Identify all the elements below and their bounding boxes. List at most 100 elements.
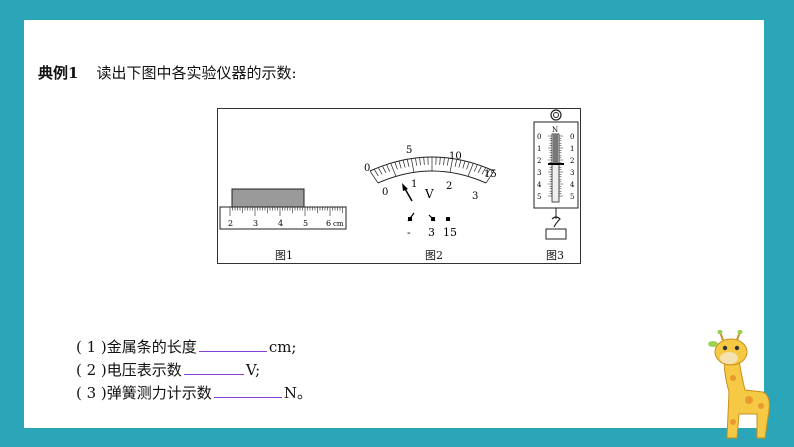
scale-left-2: 2 bbox=[537, 157, 541, 165]
volt-inner-1: 1 bbox=[411, 179, 417, 190]
question-3: ( 3 ) 弹簧测力计示数 N。 bbox=[76, 381, 312, 404]
terminal-negative-wire bbox=[407, 212, 415, 222]
voltmeter-tick bbox=[449, 158, 454, 173]
voltmeter-inner-arc bbox=[377, 170, 487, 184]
question-1-unit: cm; bbox=[268, 338, 297, 356]
question-3-unit: N。 bbox=[283, 384, 312, 402]
scale-right-4: 4 bbox=[570, 181, 575, 189]
metal-strip bbox=[231, 188, 305, 208]
volt-outer-10: 10 bbox=[449, 151, 462, 162]
voltmeter-tick bbox=[481, 167, 487, 175]
scale-spring bbox=[553, 134, 558, 164]
terminal-label-negative: - bbox=[407, 226, 411, 239]
voltmeter-tick bbox=[377, 167, 383, 175]
voltmeter-tick bbox=[419, 157, 421, 166]
scale-top-ring bbox=[550, 109, 562, 121]
scale-weight bbox=[545, 228, 567, 240]
volt-outer-5: 5 bbox=[406, 145, 412, 156]
scale-left-1: 1 bbox=[537, 145, 541, 153]
instrument-figure-panel: 2 3 4 5 6 cm 0 5 10 15 0 1 2 3 V bbox=[217, 108, 581, 264]
voltmeter-needle-tip bbox=[402, 183, 408, 191]
question-list: ( 1 ) 金属条的长度 cm; ( 2 ) 电压表示数 V; ( 3 ) 弹簧… bbox=[76, 335, 312, 404]
question-1-text: 金属条的长度 bbox=[106, 338, 197, 356]
voltmeter-figure: 0 5 10 15 0 1 2 3 V - 3 15 bbox=[364, 145, 497, 239]
voltmeter-tick bbox=[439, 157, 441, 165]
voltmeter-tick bbox=[447, 157, 449, 166]
question-3-number: ( 3 ) bbox=[76, 384, 107, 402]
ruler-tick-label-4: 6 bbox=[326, 219, 331, 228]
ruler-tick-label-0: 2 bbox=[228, 219, 233, 228]
question-2-number: ( 2 ) bbox=[76, 361, 107, 379]
question-1-answer-blank[interactable] bbox=[198, 335, 267, 352]
ruler-tick-label-3: 5 bbox=[303, 219, 308, 228]
spring-scale-caption: 图3 bbox=[546, 249, 564, 262]
question-3-answer-blank[interactable] bbox=[213, 381, 282, 398]
scale-left-3: 3 bbox=[537, 169, 541, 177]
question-1: ( 1 ) 金属条的长度 cm; bbox=[76, 335, 312, 358]
voltmeter-tick bbox=[485, 169, 491, 177]
volt-outer-0: 0 bbox=[364, 163, 370, 174]
ruler-unit: cm bbox=[333, 220, 344, 228]
ruler-tick-label-2: 4 bbox=[278, 219, 283, 228]
question-1-number: ( 1 ) bbox=[76, 338, 107, 356]
voltmeter-tick bbox=[485, 170, 495, 184]
scale-hook bbox=[551, 216, 561, 228]
terminal-label-3: 3 bbox=[428, 226, 435, 239]
ruler-figure: 2 3 4 5 6 cm bbox=[219, 188, 347, 230]
voltmeter-tick bbox=[398, 160, 402, 169]
question-2-text: 电压表示数 bbox=[106, 361, 182, 379]
voltmeter-tick bbox=[466, 161, 470, 170]
voltmeter-tick bbox=[443, 157, 445, 166]
example-prompt: 读出下图中各实验仪器的示数: bbox=[96, 64, 297, 82]
ruler-tick-label-1: 3 bbox=[253, 219, 258, 228]
scale-left-5: 5 bbox=[537, 193, 541, 201]
voltmeter-tick bbox=[410, 158, 415, 173]
voltmeter-tick bbox=[382, 165, 387, 174]
voltmeter-caption: 图2 bbox=[425, 249, 443, 262]
voltmeter-tick bbox=[467, 163, 474, 177]
scale-left-0: 0 bbox=[537, 133, 541, 141]
giraffe-mascot-icon bbox=[708, 330, 770, 439]
voltmeter-tick bbox=[415, 157, 417, 166]
voltmeter-tick bbox=[390, 163, 397, 177]
voltmeter-tick bbox=[394, 161, 398, 170]
example-label: 典例1 bbox=[38, 64, 79, 82]
volt-inner-2: 2 bbox=[446, 181, 452, 192]
voltmeter-unit: V bbox=[424, 187, 434, 201]
voltmeter-tick bbox=[454, 159, 458, 167]
ruler-caption: 图1 bbox=[275, 249, 293, 262]
instrument-figures: 2 3 4 5 6 cm 0 5 10 15 0 1 2 3 V bbox=[219, 109, 579, 240]
voltmeter-tick bbox=[477, 165, 482, 174]
voltmeter-tick bbox=[473, 164, 478, 172]
question-2-unit: V; bbox=[245, 361, 261, 379]
ruler-body bbox=[219, 206, 347, 230]
scale-right-2: 2 bbox=[570, 157, 574, 165]
scale-ticks bbox=[548, 135, 563, 197]
voltmeter-ticks bbox=[369, 157, 495, 184]
volt-inner-0: 0 bbox=[382, 187, 388, 198]
question-2-answer-blank[interactable] bbox=[183, 358, 244, 375]
terminal-3-wire bbox=[428, 214, 436, 222]
voltmeter-tick bbox=[406, 159, 410, 167]
spring-scale-figure: N 0 1 2 3 4 5 0 1 2 3 4 5 bbox=[533, 109, 579, 240]
scale-right-0: 0 bbox=[570, 133, 574, 141]
question-2: ( 2 ) 电压表示数 V; bbox=[76, 358, 312, 381]
voltmeter-tick bbox=[458, 159, 462, 168]
voltmeter-tick bbox=[402, 159, 406, 168]
scale-unit: N bbox=[552, 126, 558, 134]
terminal-label-15: 15 bbox=[443, 226, 457, 239]
voltmeter-tick bbox=[386, 164, 391, 172]
scale-right-3: 3 bbox=[570, 169, 574, 177]
scale-left-4: 4 bbox=[537, 181, 542, 189]
volt-inner-3: 3 bbox=[472, 191, 478, 202]
terminal-15 bbox=[446, 217, 450, 221]
ruler-ticks bbox=[229, 207, 343, 216]
voltmeter-tick bbox=[462, 160, 466, 169]
volt-outer-15: 15 bbox=[484, 169, 497, 180]
voltmeter-tick bbox=[373, 169, 379, 177]
question-3-text: 弹簧测力计示数 bbox=[106, 384, 212, 402]
scale-right-5: 5 bbox=[570, 193, 574, 201]
voltmeter-tick bbox=[369, 170, 379, 184]
scale-right-1: 1 bbox=[570, 145, 574, 153]
voltmeter-tick bbox=[423, 157, 425, 165]
